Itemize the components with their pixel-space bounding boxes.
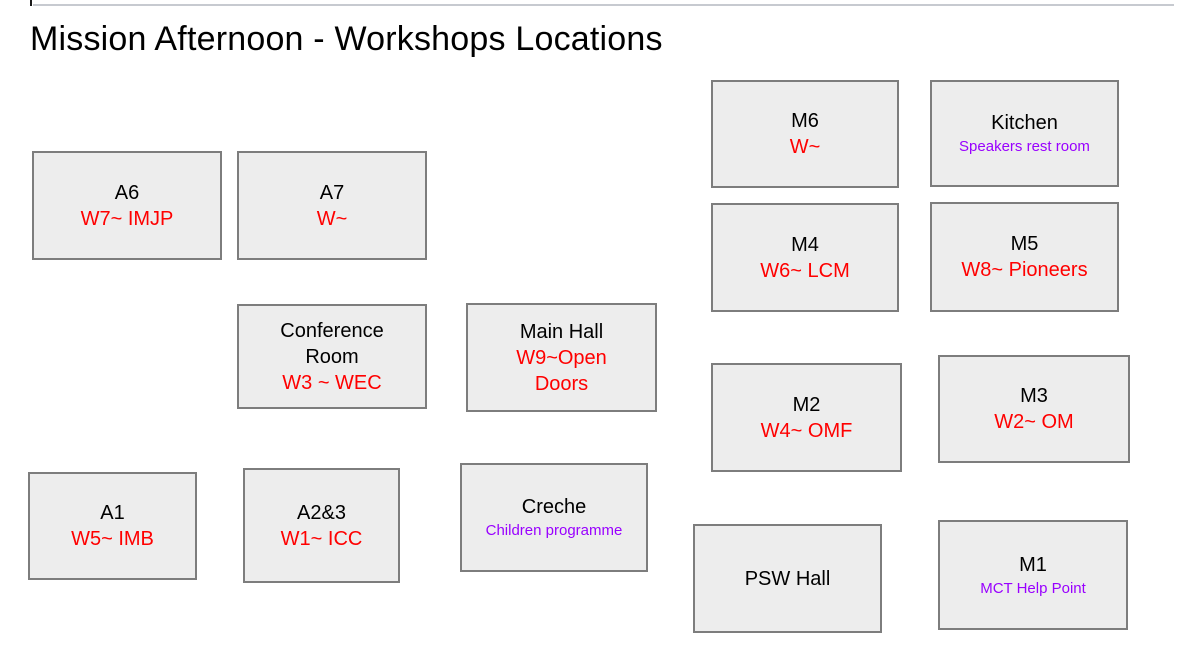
room-name-m3: M3 xyxy=(1020,385,1048,407)
room-name-main-hall: Main Hall xyxy=(519,320,604,343)
room-name-conference-room: Conference Room xyxy=(280,319,384,368)
room-code-conference-room: W3 ~ WEC xyxy=(282,371,382,394)
room-name-m1: M1 xyxy=(1019,553,1047,576)
room-code-m6: W~ xyxy=(789,136,821,158)
page-title: Mission Afternoon - Workshops Locations xyxy=(30,20,663,58)
room-code-m3: W2~ OM xyxy=(994,411,1074,433)
room-code-m2: W4~ OMF xyxy=(760,419,853,442)
room-name-a2-3: A2&3 xyxy=(297,501,346,524)
room-name-m5: M5 xyxy=(1010,233,1039,255)
cursor-tick-icon xyxy=(30,0,32,6)
room-note-kitchen: Speakers rest room xyxy=(959,138,1090,155)
room-code-a7: W~ xyxy=(316,207,348,230)
room-note-m1: MCT Help Point xyxy=(980,579,1086,597)
room-note-creche: Children programme xyxy=(485,522,623,539)
room-name-m4: M4 xyxy=(791,233,819,256)
top-divider xyxy=(33,4,1174,6)
room-box-conference-room: Conference Room W3 ~ WEC xyxy=(237,304,427,409)
room-code-a2-3: W1~ ICC xyxy=(280,527,363,550)
room-name-psw-hall: PSW Hall xyxy=(744,567,831,590)
room-code-m5: W8~ Pioneers xyxy=(961,259,1088,281)
room-name-kitchen: Kitchen xyxy=(991,112,1058,134)
room-code-m4: W6~ LCM xyxy=(760,259,850,282)
room-box-psw-hall: PSW Hall xyxy=(693,524,882,633)
room-name-m2: M2 xyxy=(792,393,821,416)
room-name-m6: M6 xyxy=(791,110,819,132)
room-code-main-hall: W9~Open Doors xyxy=(516,346,607,395)
room-code-a1: W5~ IMB xyxy=(71,528,154,550)
room-name-creche: Creche xyxy=(521,496,587,518)
room-name-a7: A7 xyxy=(319,181,345,204)
room-name-a1: A1 xyxy=(100,502,125,524)
room-code-a6: W7~ IMJP xyxy=(80,207,174,230)
room-name-a6: A6 xyxy=(114,181,140,204)
